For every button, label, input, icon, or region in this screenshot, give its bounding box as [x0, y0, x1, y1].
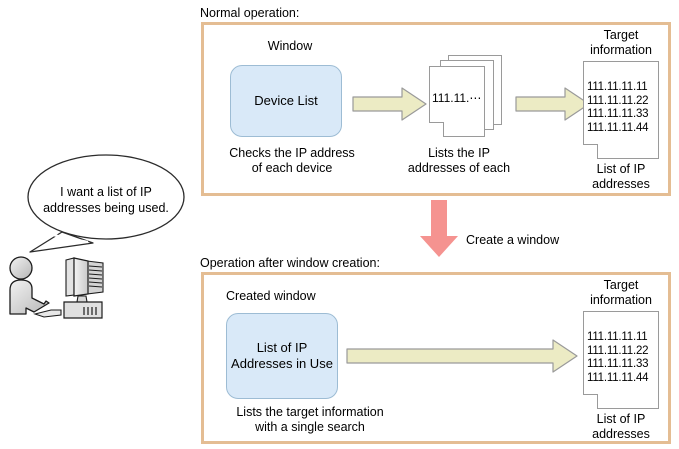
target-title-1: Target information	[590, 28, 652, 57]
created-window-box-label: List of IP Addresses in Use	[231, 340, 333, 371]
target-doc-fold-icon-1	[583, 144, 598, 159]
target-caption-1: List of IP addresses	[592, 162, 650, 191]
panel-after-window-creation: Created window List of IP Addresses in U…	[201, 272, 671, 444]
speech-bubble	[27, 154, 185, 253]
window-caption-1: Checks the IP address of each device	[229, 146, 355, 175]
arrow-right-icon-2	[515, 87, 590, 121]
panel-normal-operation: Window Device List Checks the IP address…	[201, 22, 671, 196]
device-list-box[interactable]: Device List	[230, 65, 342, 137]
created-window-box[interactable]: List of IP Addresses in Use	[226, 313, 338, 399]
target-caption-2: List of IP addresses	[592, 412, 650, 441]
speech-bubble-text: I want a list of IP addresses being used…	[43, 185, 169, 215]
doc-stack-front	[429, 66, 485, 137]
target-doc-1	[583, 61, 659, 159]
doc-fold-icon	[429, 122, 444, 137]
transition-label: Create a window	[466, 233, 560, 247]
target-ip-lines-2: 111.11.11.11 111.11.11.22 111.11.11.33 1…	[587, 331, 649, 384]
target-ip-lines-1: 111.11.11.11 111.11.11.22 111.11.11.33 1…	[587, 81, 649, 134]
section-2-caption: Operation after window creation:	[200, 256, 380, 270]
target-doc-2	[583, 311, 659, 409]
doc-stack-caption: Lists the IP addresses of each	[407, 146, 511, 175]
window-caption-2: Lists the target information with a sing…	[236, 405, 384, 434]
down-arrow-icon	[420, 200, 458, 257]
window-title-2: Created window	[226, 289, 316, 303]
section-1-caption: Normal operation:	[200, 6, 300, 20]
doc-stack-label: 111.11.⋯	[432, 91, 482, 105]
target-title-2: Target information	[590, 278, 652, 307]
target-doc-fold-icon-2	[583, 394, 598, 409]
person-at-computer-icon	[9, 256, 104, 319]
device-list-box-label: Device List	[254, 93, 318, 108]
window-title-1: Window	[267, 39, 313, 53]
arrow-right-icon-1	[352, 87, 427, 121]
arrow-right-icon-long	[346, 339, 578, 373]
